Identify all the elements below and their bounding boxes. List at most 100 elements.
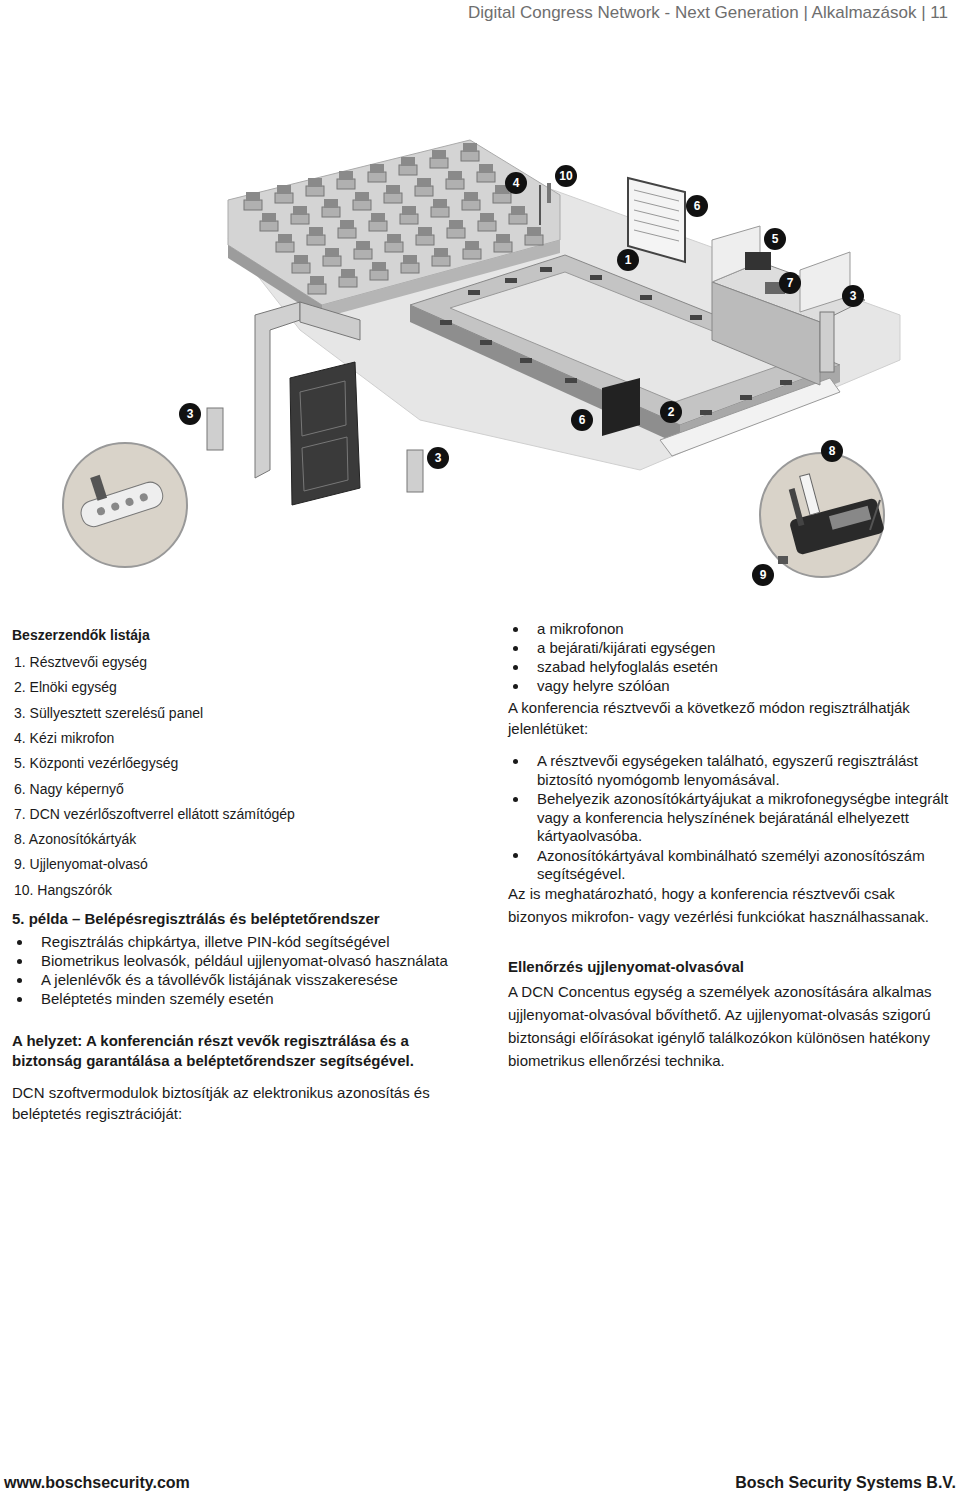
bullet-item: a bejárati/kijárati egységen	[537, 639, 947, 658]
callout-number: 4	[505, 172, 527, 194]
callout-number: 8	[821, 440, 843, 462]
chair	[338, 220, 356, 238]
chair	[260, 213, 278, 231]
fingerprint-unit-detail	[778, 459, 885, 556]
screen-lines	[634, 190, 679, 241]
bullet-item: A jelenlévők és a távollévők listájának …	[41, 971, 471, 990]
chair	[385, 234, 403, 252]
chair	[308, 276, 326, 294]
platform-step	[660, 378, 840, 456]
callout-number: 7	[779, 272, 801, 294]
door	[290, 362, 360, 505]
central-control-unit	[745, 252, 771, 270]
page-header: Digital Congress Network - Next Generati…	[468, 3, 948, 23]
bullet-item: Beléptetés minden személy esetén	[41, 990, 471, 1009]
callout-number: 5	[764, 228, 786, 250]
bullet-item: Behelyezik azonosítókártyájukat a mikrof…	[537, 790, 952, 846]
bullet-dot	[17, 959, 22, 964]
body-text: A konferencia résztvevői a következő mód…	[508, 697, 948, 739]
chair	[478, 213, 496, 231]
list-item: 9. Ujjlenyomat-olvasó	[14, 855, 354, 873]
chair	[415, 178, 433, 196]
partition	[800, 252, 850, 312]
chairs	[244, 143, 543, 294]
bullet-item: vagy helyre szólóan	[537, 677, 947, 696]
list-heading: Beszerzendők listája	[12, 626, 312, 644]
callout-number: 10	[555, 165, 577, 187]
bullet-item: szabad helyfoglalás esetén	[537, 658, 947, 677]
bullet-dot	[17, 978, 22, 983]
loudspeaker	[547, 183, 551, 203]
hand-microphone	[539, 185, 541, 225]
chair	[462, 192, 480, 210]
list-item: 4. Kézi mikrofon	[14, 729, 354, 747]
detail-circle	[63, 443, 187, 567]
list-item: 1. Résztvevői egység	[14, 653, 354, 671]
chair	[337, 171, 355, 189]
chair	[461, 143, 479, 161]
bullet-item: A résztvevői egységeken található, egysz…	[537, 752, 952, 789]
callout-number: 2	[660, 401, 682, 423]
chair	[384, 185, 402, 203]
callout-number: 1	[617, 249, 639, 271]
chair	[432, 248, 450, 266]
section-heading: 5. példa – Belépésregisztrálás és belépt…	[12, 909, 482, 929]
table-side	[410, 305, 680, 445]
chair	[339, 269, 357, 287]
delegate-unit-detail	[71, 458, 166, 530]
bullet-dot	[513, 665, 518, 670]
flush-panel	[407, 450, 423, 492]
bullet-item: a mikrofonon	[537, 620, 947, 639]
cable	[870, 500, 880, 530]
chair	[323, 248, 341, 266]
list-item: 10. Hangszórók	[14, 881, 354, 899]
bullet-dot	[513, 646, 518, 651]
chair	[399, 157, 417, 175]
door-frame	[300, 302, 360, 340]
bullet-item: Biometrikus leolvasók, például ujjlenyom…	[41, 952, 471, 971]
large-screen	[628, 178, 685, 262]
chair	[370, 262, 388, 280]
chair	[401, 255, 419, 273]
list-item: 5. Központi vezérlőegység	[14, 754, 354, 772]
chair	[430, 150, 448, 168]
situation-text: A helyzet: A konferencián részt vevők re…	[12, 1031, 482, 1071]
chair	[354, 241, 372, 259]
chair	[291, 206, 309, 224]
callout-number: 3	[179, 403, 201, 425]
chair	[431, 199, 449, 217]
chair	[509, 206, 527, 224]
body-text: DCN szoftvermodulok biztosítják az elekt…	[12, 1082, 482, 1124]
list-item: 8. Azonosítókártyák	[14, 830, 354, 848]
footer-url: www.boschsecurity.com	[4, 1473, 304, 1493]
chair	[244, 192, 262, 210]
chair	[416, 227, 434, 245]
bullet-dot	[17, 940, 22, 945]
chair	[353, 192, 371, 210]
list-item: 2. Elnöki egység	[14, 678, 354, 696]
chair	[447, 220, 465, 238]
bullet-dot	[513, 797, 518, 802]
bullet-dot	[513, 627, 518, 632]
door-panel	[300, 381, 346, 436]
chair	[463, 241, 481, 259]
list-item: 6. Nagy képernyő	[14, 780, 354, 798]
list-item: 3. Süllyesztett szerelésű panel	[14, 704, 354, 722]
callout-number: 3	[842, 285, 864, 307]
chair	[292, 255, 310, 273]
callout-number: 6	[686, 195, 708, 217]
body-text: A DCN Concentus egység a személyek azono…	[508, 980, 956, 1072]
chair	[276, 234, 294, 252]
subheading: Ellenőrzés ujjlenyomat-olvasóval	[508, 957, 948, 977]
bullet-dot	[513, 684, 518, 689]
callout-number: 6	[571, 409, 593, 431]
body-text: Az is meghatározható, hogy a konferencia…	[508, 883, 953, 928]
callout-number: 3	[427, 447, 449, 469]
chair	[275, 185, 293, 203]
bullet-item: Azonosítókártyával kombinálható személyi…	[537, 847, 952, 884]
fingerprint-reader	[778, 556, 788, 564]
chair	[307, 227, 325, 245]
chair	[322, 199, 340, 217]
bullet-item: Regisztrálás chipkártya, illetve PIN-kód…	[41, 933, 471, 952]
chair	[525, 227, 543, 245]
